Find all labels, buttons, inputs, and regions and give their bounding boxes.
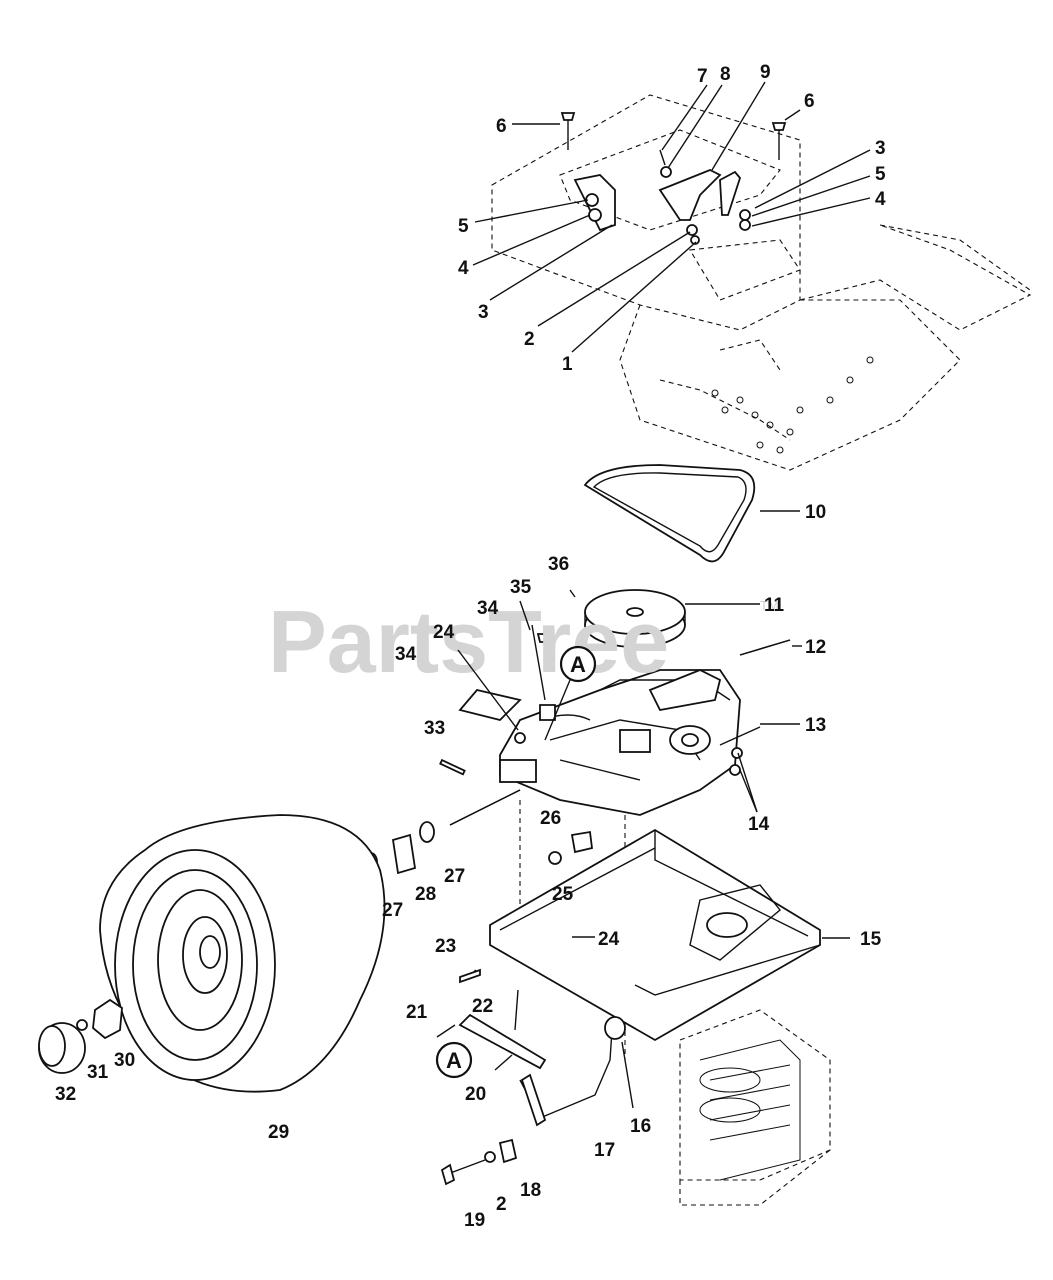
label-5b: 5 xyxy=(458,216,469,237)
label-28: 28 xyxy=(415,884,436,905)
svg-text:A: A xyxy=(570,652,586,677)
label-26: 26 xyxy=(540,808,561,829)
label-21: 21 xyxy=(406,1002,428,1023)
label-15: 15 xyxy=(860,929,882,950)
label-27b: 27 xyxy=(382,900,403,921)
leader-lines xyxy=(457,81,871,1109)
label-36: 36 xyxy=(548,554,569,575)
label-3b: 3 xyxy=(478,302,489,323)
label-22: 22 xyxy=(472,996,493,1017)
mounting-bracket xyxy=(489,828,821,1042)
callout-a-lower: A xyxy=(435,1041,473,1079)
label-20: 20 xyxy=(465,1084,486,1105)
label-32: 32 xyxy=(55,1084,76,1105)
label-24a: 24 xyxy=(433,622,455,643)
transaxle-hardware xyxy=(439,633,593,943)
label-33: 33 xyxy=(424,718,445,739)
label-31: 31 xyxy=(87,1062,109,1083)
label-2a: 2 xyxy=(524,329,535,350)
label-6b: 6 xyxy=(804,91,815,112)
label-24b: 24 xyxy=(598,929,620,950)
label-30: 30 xyxy=(114,1050,135,1071)
label-4a: 4 xyxy=(875,189,886,210)
pulley xyxy=(569,589,686,648)
callout-a-upper: A xyxy=(544,645,597,741)
label-19: 19 xyxy=(464,1210,485,1231)
label-6a: 6 xyxy=(496,116,507,137)
label-9: 9 xyxy=(760,62,771,83)
label-14: 14 xyxy=(748,814,770,835)
label-11: 11 xyxy=(764,595,785,616)
label-25: 25 xyxy=(552,884,574,905)
label-3a: 3 xyxy=(875,138,886,159)
hardware-upper xyxy=(560,112,787,245)
rear-wheel xyxy=(99,814,386,1093)
label-2b: 2 xyxy=(496,1194,507,1215)
part-labels: 7 8 9 6 6 3 5 4 5 4 3 2 1 10 36 11 35 12… xyxy=(55,62,886,1231)
label-34a: 34 xyxy=(477,598,499,619)
label-29: 29 xyxy=(268,1122,289,1143)
hub-parts xyxy=(38,998,123,1074)
label-4b: 4 xyxy=(458,258,469,279)
label-1: 1 xyxy=(562,354,573,375)
label-23: 23 xyxy=(435,936,456,957)
upper-frame-outline xyxy=(491,94,1032,471)
label-8: 8 xyxy=(720,64,731,85)
label-35: 35 xyxy=(510,577,532,598)
watermark: PartsTree xyxy=(268,592,669,691)
label-17: 17 xyxy=(594,1140,615,1161)
label-34b: 34 xyxy=(395,644,417,665)
watermark-trademark: TM xyxy=(760,598,779,613)
label-7: 7 xyxy=(697,66,708,87)
transaxle xyxy=(449,639,791,1060)
label-12: 12 xyxy=(805,637,826,658)
engine-outline xyxy=(679,1009,831,1206)
svg-text:A: A xyxy=(446,1048,462,1073)
label-5a: 5 xyxy=(875,164,886,185)
label-27a: 27 xyxy=(444,866,465,887)
label-13: 13 xyxy=(805,715,826,736)
linkage xyxy=(436,968,626,1186)
label-16: 16 xyxy=(630,1116,651,1137)
label-10: 10 xyxy=(805,502,826,523)
label-18: 18 xyxy=(520,1180,541,1201)
drive-belt xyxy=(583,464,756,563)
